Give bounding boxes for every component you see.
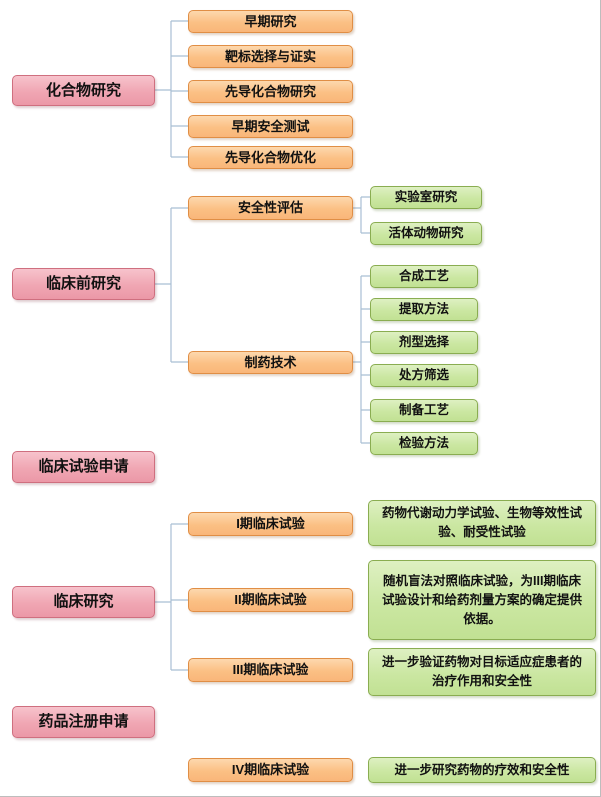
node-lab-research: 实验室研究 xyxy=(370,186,482,209)
node-lead-compound-optimization: 先导化合物优化 xyxy=(188,146,353,169)
node-phase4-trial: IV期临床试验 xyxy=(188,758,353,782)
desc-phase1-trial: 药物代谢动力学试验、生物等效性试验、耐受性试验 xyxy=(368,500,596,546)
stage-preclinical-research: 临床前研究 xyxy=(12,268,155,300)
node-formulation-screening: 处方筛选 xyxy=(370,364,478,387)
node-extraction-method: 提取方法 xyxy=(370,298,478,321)
desc-phase2-trial: 随机盲法对照临床试验，为III期临床试验设计和给药剂量方案的确定提供依据。 xyxy=(368,560,596,640)
desc-phase4-trial: 进一步研究药物的疗效和安全性 xyxy=(368,757,596,783)
node-animal-research: 活体动物研究 xyxy=(370,222,482,245)
desc-phase3-trial: 进一步验证药物对目标适应症患者的治疗作用和安全性 xyxy=(368,648,596,696)
node-early-safety-testing: 早期安全测试 xyxy=(188,115,353,138)
node-phase1-trial: I期临床试验 xyxy=(188,512,353,536)
node-synthesis-process: 合成工艺 xyxy=(370,265,478,288)
stage-trial-application: 临床试验申请 xyxy=(12,451,155,483)
node-early-research: 早期研究 xyxy=(188,10,353,33)
node-dosage-form-selection: 剂型选择 xyxy=(370,331,478,354)
stage-registration-application: 药品注册申请 xyxy=(12,706,155,738)
stage-clinical-research: 临床研究 xyxy=(12,586,155,618)
stage-compound-research: 化合物研究 xyxy=(12,75,155,106)
node-pharma-technology: 制药技术 xyxy=(188,351,353,374)
node-testing-method: 检验方法 xyxy=(370,432,478,455)
node-preparation-process: 制备工艺 xyxy=(370,399,478,422)
node-lead-compound-research: 先导化合物研究 xyxy=(188,80,353,103)
node-target-selection: 靶标选择与证实 xyxy=(188,45,353,68)
node-phase2-trial: II期临床试验 xyxy=(188,588,353,612)
node-safety-assessment: 安全性评估 xyxy=(188,196,353,220)
node-phase3-trial: III期临床试验 xyxy=(188,658,353,682)
